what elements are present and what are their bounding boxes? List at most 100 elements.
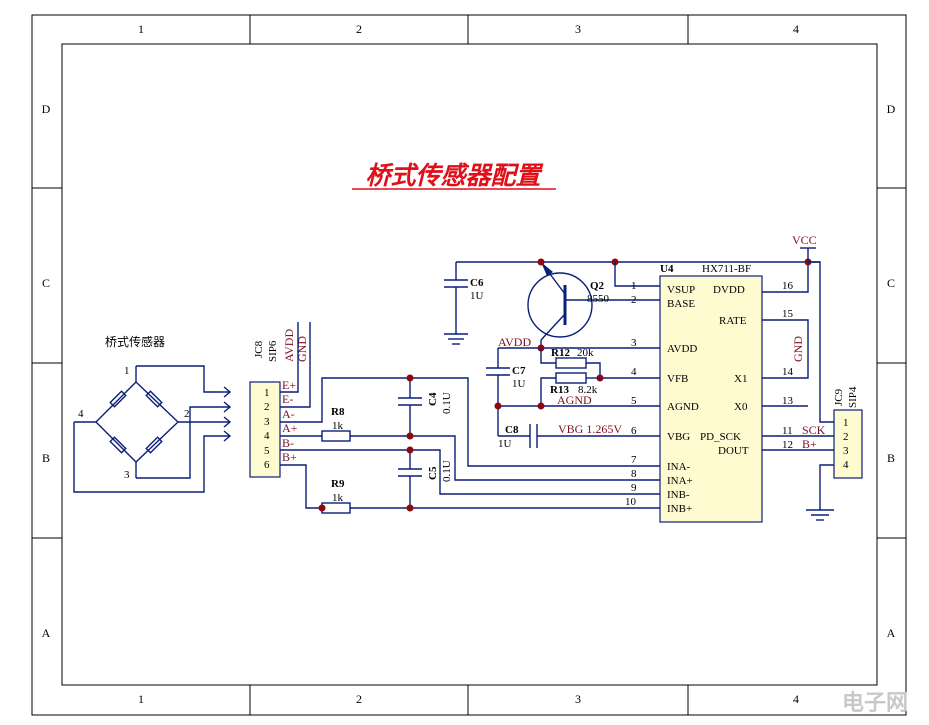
r9-ref: R9: [331, 478, 345, 490]
u4-pin-ina-plus: INA+: [667, 475, 693, 487]
col-label-bottom-2: 2: [356, 692, 362, 706]
r9-value: 1k: [332, 492, 344, 504]
jc8-net-a-minus: A-: [282, 407, 295, 421]
jc9-pin-3: 3: [843, 445, 849, 457]
watermark: 电子网: [842, 691, 908, 716]
u4-pin-num-12: 12: [782, 439, 793, 451]
jc9-pin-1: 1: [843, 417, 849, 429]
u4-pin-ina-minus: INA-: [667, 461, 691, 473]
u4-pin-num-10: 10: [625, 496, 637, 508]
u4-pin-num-14: 14: [782, 366, 794, 378]
jc8-net-e-plus: E+: [282, 378, 296, 392]
u4-pin-num-5: 5: [631, 395, 637, 407]
jc9-pin-4: 4: [843, 459, 849, 471]
col-label-bottom-3: 3: [575, 692, 581, 706]
u4-pin-base: BASE: [667, 298, 695, 310]
u4-pin-x1: X1: [734, 373, 747, 385]
connector-jc8: JC8 SIP6 1 2 3 4 5 6 E+ E- A- A+ B- B+ A…: [249, 322, 311, 478]
u4-pin-num-2: 2: [631, 294, 637, 306]
c8-ref: C8: [505, 424, 519, 436]
row-label-right-D: D: [887, 102, 896, 116]
u4-ref: U4: [660, 263, 674, 275]
c5-value: 0.1U: [441, 460, 453, 482]
u4-pin-num-7: 7: [631, 454, 637, 466]
page-title: 桥式传感器配置: [365, 161, 543, 190]
c6-value: 1U: [470, 290, 484, 302]
jc8-net-b-minus: B-: [282, 436, 294, 450]
u4-pin-dout: DOUT: [718, 445, 749, 457]
jc8-pin-4: 4: [264, 430, 270, 442]
gnd-net-label: GND: [791, 336, 805, 362]
jc8-type: SIP6: [267, 340, 279, 362]
r12-value: 20k: [577, 347, 594, 359]
c7-ref: C7: [512, 365, 526, 377]
jc8-ref: JC8: [253, 340, 265, 358]
jc9-ref: JC9: [833, 388, 845, 406]
c8-value: 1U: [498, 438, 512, 450]
bridge-pin-3: 3: [124, 469, 130, 481]
jc8-net-a-plus: A+: [282, 421, 298, 435]
bridge-sensor: 桥式传感器 1 2 3 4: [73, 334, 232, 493]
vbg-net-label: VBG 1.265V: [558, 422, 622, 436]
avdd-net-label: AVDD: [498, 335, 531, 349]
q2-ref: Q2: [590, 280, 605, 292]
jc8-pin-6: 6: [264, 459, 270, 471]
r8-value: 1k: [332, 420, 344, 432]
r13-value: 8.2k: [578, 384, 598, 396]
jc8-avdd-label: AVDD: [282, 329, 296, 362]
jc8-net-b-plus: B+: [282, 450, 297, 464]
bridge-pin-2: 2: [184, 408, 190, 420]
drawing-frame: 1 2 3 4 1 2 3 4 D C B A D C B A: [31, 14, 907, 716]
u4-part: HX711-BF: [702, 263, 751, 275]
agnd-net-label: AGND: [557, 393, 592, 407]
jc8-pin-3: 3: [264, 416, 270, 428]
jc9-pin-2: 2: [843, 431, 849, 443]
bridge-pin-1: 1: [124, 365, 130, 377]
bridge-label: 桥式传感器: [105, 334, 165, 349]
col-label-bottom-4: 4: [793, 692, 799, 706]
supply-section: C6 1U Q2 8550: [444, 258, 820, 348]
bplus-net-label: B+: [802, 437, 817, 451]
u4-pin-num-16: 16: [782, 280, 794, 292]
row-label-right-A: A: [887, 626, 896, 640]
row-label-left-C: C: [42, 276, 50, 290]
q2-value: 8550: [587, 293, 610, 305]
row-label-right-B: B: [887, 451, 895, 465]
c7-value: 1U: [512, 378, 526, 390]
input-network: R8 1k R9 1k C4 0.1U C5 0.1U: [280, 374, 660, 514]
u4-pin-num-13: 13: [782, 395, 794, 407]
col-label-top-1: 1: [138, 22, 144, 36]
r8-ref: R8: [331, 406, 345, 418]
row-label-left-D: D: [42, 102, 51, 116]
jc8-gnd-label: GND: [295, 336, 309, 362]
u4-pin-num-9: 9: [631, 482, 637, 494]
u4-pin-num-8: 8: [631, 468, 637, 480]
jc8-net-e-minus: E-: [282, 392, 293, 406]
c4-value: 0.1U: [441, 392, 453, 414]
sck-net-label: SCK: [802, 423, 826, 437]
u4-pin-inb-plus: INB+: [667, 503, 692, 515]
u4-pin-num-4: 4: [631, 366, 637, 378]
u4-pin-num-11: 11: [782, 425, 793, 437]
col-label-top-2: 2: [356, 22, 362, 36]
row-label-left-A: A: [42, 626, 51, 640]
col-label-top-4: 4: [793, 22, 799, 36]
vcc-net-label: VCC: [792, 233, 817, 247]
col-label-top-3: 3: [575, 22, 581, 36]
r13-ref: R13: [550, 384, 569, 396]
connector-jc9: JC9 SIP4 1 2 3 4: [833, 386, 863, 479]
u4-pin-num-15: 15: [782, 308, 794, 320]
u4-pin-x0: X0: [734, 401, 748, 413]
jc8-pin-5: 5: [264, 445, 270, 457]
row-label-left-B: B: [42, 451, 50, 465]
u4-pin-agnd: AGND: [667, 401, 699, 413]
u4-pin-vsup: VSUP: [667, 284, 695, 296]
c6-ref: C6: [470, 277, 484, 289]
u4-pin-inb-minus: INB-: [667, 489, 690, 501]
ic-u4-hx711: U4 HX711-BF 1 2 3 4 5 6 7 8 9 10 VSUP BA…: [625, 233, 834, 523]
u4-pin-num-3: 3: [631, 337, 637, 349]
u4-pin-vbg: VBG: [667, 431, 690, 443]
u4-pin-vfb: VFB: [667, 373, 688, 385]
u4-pin-pd-sck: PD_SCK: [700, 431, 741, 443]
